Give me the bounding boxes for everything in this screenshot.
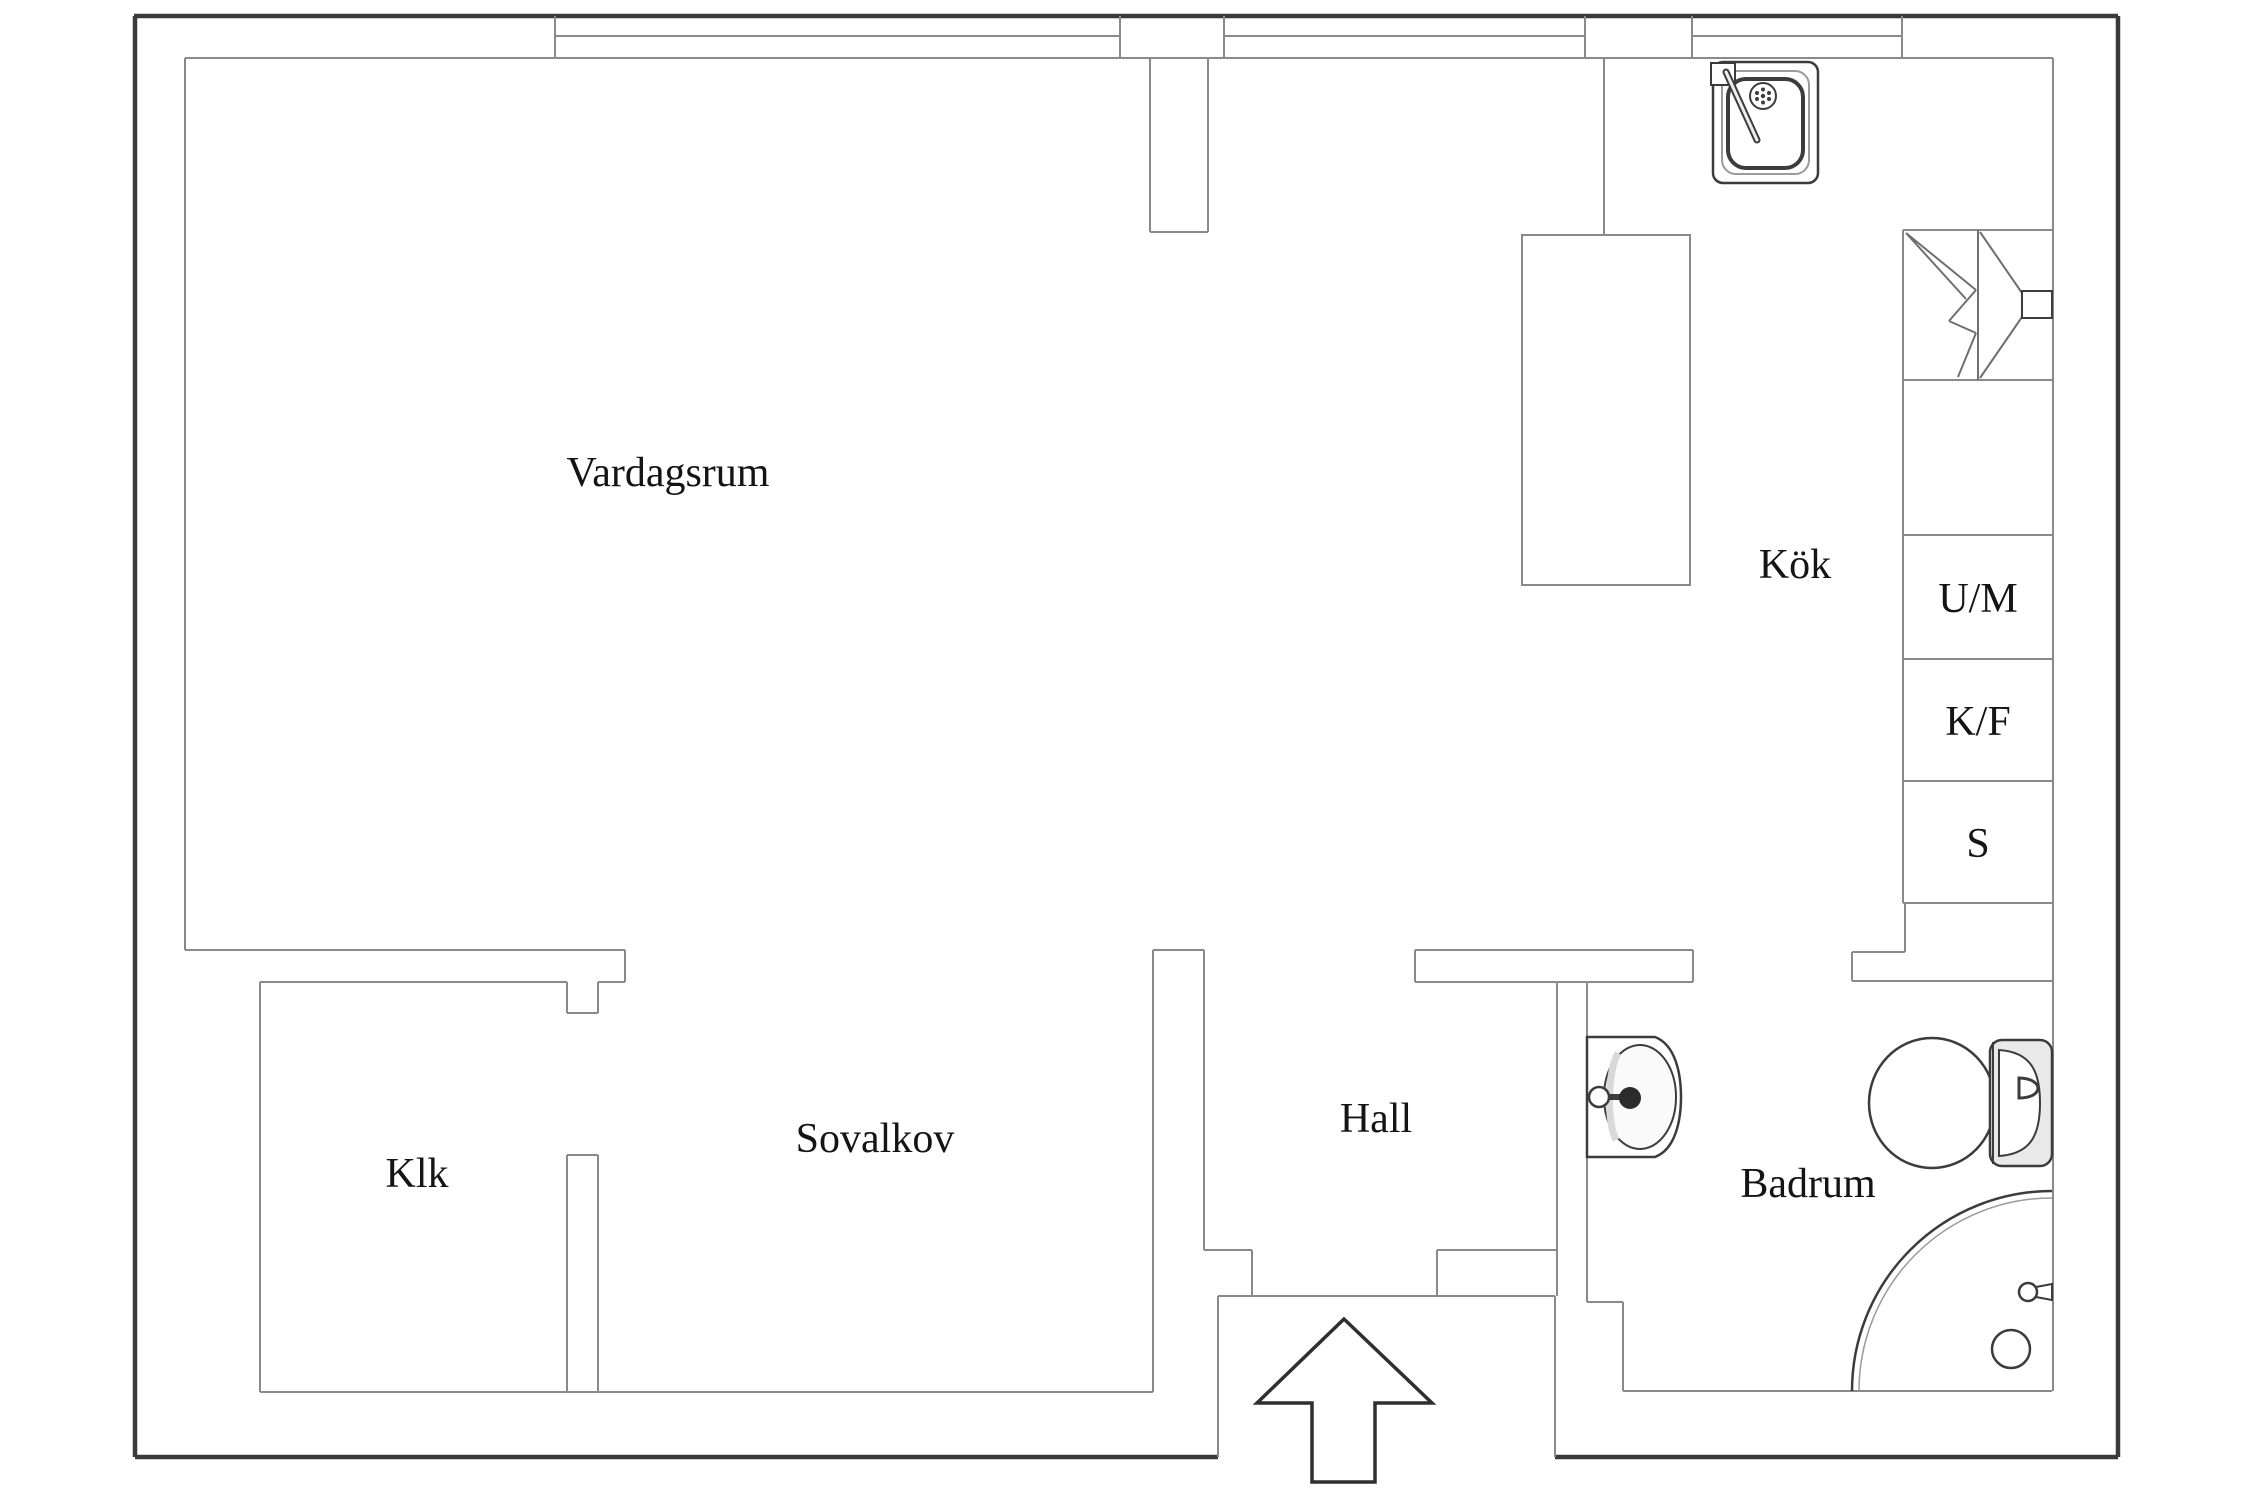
kitchen-island [1521, 234, 1691, 586]
washbasin-tap-dot [1619, 1087, 1641, 1109]
toilet-bowl [1867, 1036, 1997, 1170]
toilet-tank-lid [1998, 1048, 2042, 1158]
cooker-hood-funnel [1979, 231, 2023, 379]
washbasin-icon [1585, 1035, 1683, 1159]
entrance-arrow-icon [1252, 1316, 1437, 1484]
kitchen-sink-basin [1726, 77, 1805, 170]
cooker-hood-fan [1905, 232, 1977, 378]
klk-inner-walls [259, 981, 567, 1392]
label-klk: Klk [386, 1151, 449, 1197]
cooker-hood-icon [1905, 230, 2053, 380]
inner-walls [184, 57, 2054, 1457]
shower-screen-outer [1850, 1189, 2053, 1392]
entry-vestibule-walls [1217, 1295, 1556, 1457]
windows [554, 16, 1903, 58]
toilet-icon [1867, 1036, 2054, 1170]
label-kf: K/F [1945, 699, 2010, 745]
hall-kitchen-wall [1414, 949, 1694, 983]
label-um: U/M [1938, 576, 2017, 622]
shower-screen-inner [1858, 1197, 2053, 1392]
top-pillar [1149, 58, 1209, 233]
sovalkov-hall-wall [1152, 949, 1205, 1392]
window-jambs [554, 16, 1903, 58]
washbasin-tap-knob [1587, 1085, 1611, 1109]
label-sovalkov: Sovalkov [796, 1116, 955, 1162]
label-kok: Kök [1759, 542, 1831, 588]
inner-wall-bottom [260, 1390, 2052, 1393]
bathroom-north-wall [1851, 903, 2052, 982]
klk-sovalkov-wall [566, 1154, 599, 1392]
klk-door-jamb [566, 982, 599, 1014]
appliance-labels: U/M K/F S [1938, 576, 2017, 867]
label-vardagsrum: Vardagsrum [567, 450, 770, 496]
cooker-hood-duct [2021, 290, 2053, 319]
kitchen-sink-drain-holes [1755, 87, 1771, 105]
klk-top-wall [185, 949, 626, 983]
shower-drain-icon [1990, 1328, 2032, 1370]
label-hall: Hall [1340, 1096, 1412, 1142]
outer-walls [132, 13, 2121, 1460]
room-labels: Vardagsrum Kök Sovalkov Hall Klk Badrum [386, 450, 1876, 1207]
kitchen-sink-outer [1711, 60, 1820, 185]
kitchen-faucet-lever-highlight [1724, 70, 1759, 142]
shower-icon [1850, 1189, 2053, 1392]
kitchen-sink-icon [1710, 60, 1820, 185]
shower-head-icon [2017, 1281, 2053, 1303]
toilet-flush-handle [2017, 1076, 2040, 1100]
label-badrum: Badrum [1740, 1161, 1876, 1207]
hall-entry-wall [1204, 1249, 1557, 1296]
label-s: S [1966, 821, 1989, 867]
kitchen-sink-rim [1721, 70, 1810, 175]
